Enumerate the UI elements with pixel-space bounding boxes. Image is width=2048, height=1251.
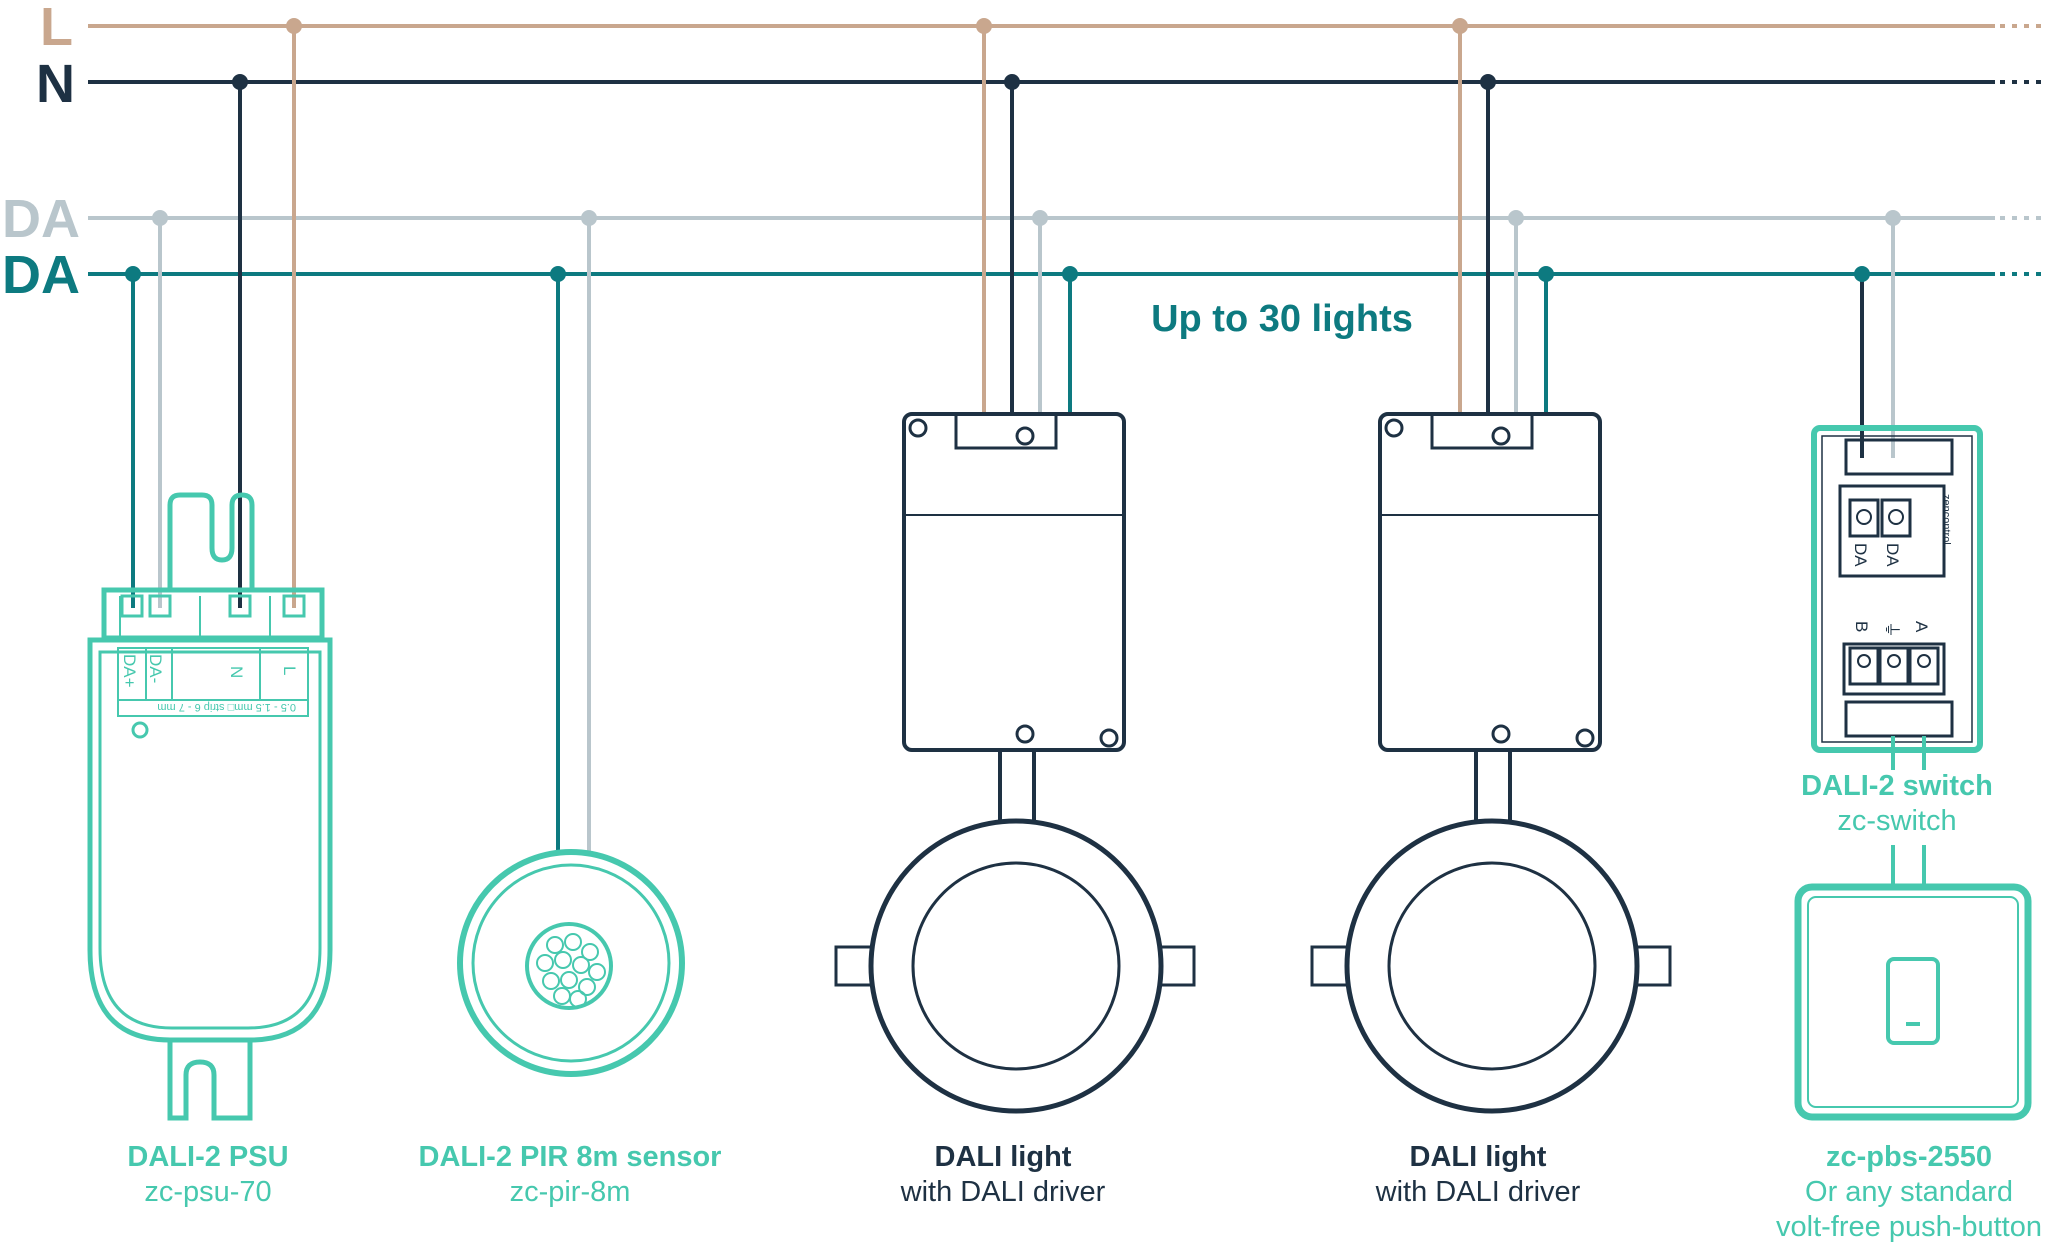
pushbutton-line-1: Or any standard xyxy=(1805,1176,2013,1208)
switch-model: zc-switch xyxy=(1837,805,1956,837)
psu-terminal-l: L xyxy=(280,666,299,675)
switch-terminal-b: B xyxy=(1852,621,1871,632)
junction-dots xyxy=(125,18,1901,282)
dali-light-1-device xyxy=(834,412,1196,1114)
bus-label-live: L xyxy=(40,0,73,57)
dali-switch-device xyxy=(1811,425,1983,770)
light-1-subtitle: with DALI driver xyxy=(900,1176,1106,1208)
dali-light-2-device xyxy=(1310,412,1672,1114)
psu-terminal-n: N xyxy=(227,666,246,678)
push-button-device xyxy=(1794,883,2032,1121)
pushbutton-title: zc-pbs-2550 xyxy=(1826,1141,1992,1173)
psu-terminal-da-minus: DA- xyxy=(146,654,165,683)
switch-terminal-labels: DA DA B ⏚ A zencontrol xyxy=(1851,494,1952,638)
bus-label-da-dark: DA xyxy=(2,245,80,305)
switch-terminal-da-2: DA xyxy=(1883,543,1902,567)
psu-terminal-spec: 0.5 - 1.5 mm□ strip 6 - 7 mm xyxy=(157,701,296,713)
switch-brand-logo-text: zencontrol xyxy=(1940,494,1952,545)
psu-device xyxy=(87,492,333,1121)
pir-lens-pattern xyxy=(536,933,606,1008)
switch-terminal-da-1: DA xyxy=(1851,543,1870,567)
capacity-annotation: Up to 30 lights xyxy=(1151,298,1413,340)
switch-to-button-wires xyxy=(1891,845,1926,887)
switch-terminal-a: A xyxy=(1912,621,1931,633)
pushbutton-line-2: volt-free push-button xyxy=(1776,1211,2042,1243)
switch-title: DALI-2 switch xyxy=(1801,770,1993,802)
light-2-subtitle: with DALI driver xyxy=(1375,1176,1581,1208)
switch-terminal-ground: ⏚ xyxy=(1882,621,1901,638)
pir-sensor-device xyxy=(457,849,685,1077)
light-2-title: DALI light xyxy=(1410,1141,1547,1173)
bus-lines xyxy=(88,24,2046,276)
bus-label-neutral: N xyxy=(36,54,75,114)
sensor-model: zc-pir-8m xyxy=(510,1176,631,1208)
drop-wires xyxy=(131,26,1895,852)
psu-title: DALI-2 PSU xyxy=(127,1141,288,1173)
light-1-title: DALI light xyxy=(935,1141,1072,1173)
psu-terminal-da-plus: DA+ xyxy=(120,654,139,688)
psu-model: zc-psu-70 xyxy=(144,1176,271,1208)
bus-label-da-light: DA xyxy=(2,189,80,249)
sensor-title: DALI-2 PIR 8m sensor xyxy=(419,1141,722,1173)
psu-terminal-labels: DA+ DA- N L 0.5 - 1.5 mm□ strip 6 - 7 mm xyxy=(120,654,299,713)
